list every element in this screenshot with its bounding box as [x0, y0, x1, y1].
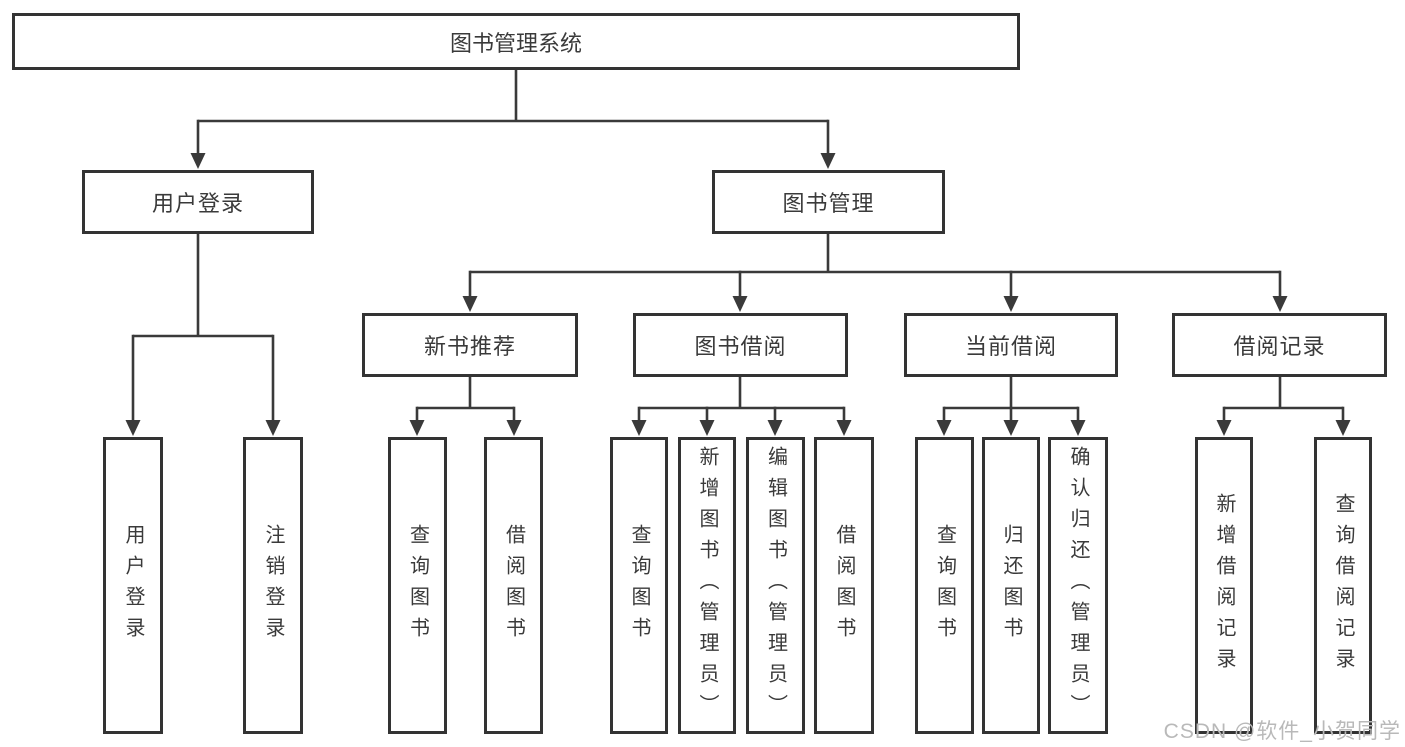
watermark: CSDN @软件_小贺同学	[1163, 720, 1401, 743]
node-current-borrow-label: 当前借阅	[964, 334, 1057, 359]
leaf-borrow-books-recommend-label: 借阅图书	[502, 523, 525, 648]
leaf-user-login-label: 用户登录	[122, 523, 144, 648]
node-new-book-recommend-label: 新书推荐	[423, 334, 516, 359]
leaf-return-book: 归还图书	[982, 437, 1040, 734]
leaf-query-borrow-record-label: 查询借阅记录	[1332, 492, 1354, 679]
leaf-add-borrow-record-label: 新增借阅记录	[1213, 492, 1235, 679]
leaf-confirm-return-admin-label: 确认归还（管理员）	[1067, 446, 1089, 725]
node-current-borrow: 当前借阅	[904, 313, 1118, 377]
leaf-logout-label: 注销登录	[262, 523, 284, 648]
leaf-borrow-books-recommend: 借阅图书	[484, 437, 543, 734]
leaf-query-books-borrow: 查询图书	[610, 437, 668, 734]
node-book-borrow-label: 图书借阅	[694, 334, 787, 359]
leaf-confirm-return-admin: 确认归还（管理员）	[1048, 437, 1108, 734]
leaf-query-books-recommend: 查询图书	[388, 437, 447, 734]
leaf-add-book-admin: 新增图书（管理员）	[678, 437, 736, 734]
leaf-logout: 注销登录	[243, 437, 303, 734]
node-new-book-recommend: 新书推荐	[362, 313, 578, 377]
node-borrow-records-label: 借阅记录	[1233, 334, 1326, 359]
leaf-borrow-books: 借阅图书	[814, 437, 874, 734]
leaf-user-login: 用户登录	[103, 437, 163, 734]
node-user-login-label: 用户登录	[151, 191, 244, 216]
leaf-add-book-admin-label: 新增图书（管理员）	[696, 446, 718, 725]
leaf-query-borrow-record: 查询借阅记录	[1314, 437, 1372, 734]
node-root-label: 图书管理系统	[449, 30, 582, 56]
leaf-query-books-borrow-label: 查询图书	[628, 523, 650, 648]
leaf-edit-book-admin: 编辑图书（管理员）	[746, 437, 805, 734]
node-book-management-label: 图书管理	[782, 191, 875, 216]
node-book-management: 图书管理	[712, 170, 945, 234]
node-root: 图书管理系统	[12, 13, 1020, 70]
leaf-edit-book-admin-label: 编辑图书（管理员）	[764, 446, 787, 725]
leaf-query-books-current: 查询图书	[915, 437, 974, 734]
leaf-add-borrow-record: 新增借阅记录	[1195, 437, 1253, 734]
node-user-login: 用户登录	[82, 170, 314, 234]
leaf-query-books-recommend-label: 查询图书	[406, 523, 429, 648]
leaf-return-book-label: 归还图书	[1000, 523, 1022, 648]
node-book-borrow: 图书借阅	[633, 313, 848, 377]
leaf-borrow-books-label: 借阅图书	[833, 523, 855, 648]
leaf-query-books-current-label: 查询图书	[933, 523, 956, 648]
node-borrow-records: 借阅记录	[1172, 313, 1387, 377]
